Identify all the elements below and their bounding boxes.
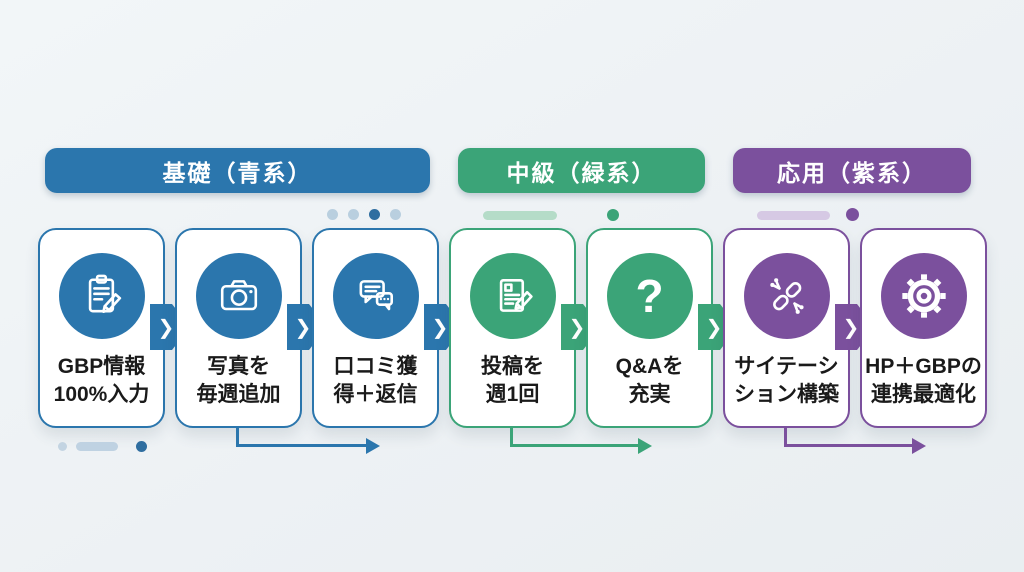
chevron-right-icon: ❯ <box>568 316 586 339</box>
icon-circle <box>195 253 282 339</box>
step-card-5: ? Q&Aを 充実 <box>586 228 713 428</box>
step-card-1: GBP情報 100%入力 <box>38 228 165 428</box>
step-label: Q&Aを 充実 <box>615 355 684 406</box>
chevron-right-icon: ❯ <box>705 316 723 339</box>
step-label: サイテーシ ション構築 <box>734 355 839 406</box>
decor-dot <box>348 209 359 220</box>
icon-circle <box>743 253 830 339</box>
step-label: 口コミ獲 得＋返信 <box>333 355 418 406</box>
decor-dot <box>369 209 380 220</box>
step-label: 写真を 毎週追加 <box>196 355 281 406</box>
question-mark-icon: ? <box>635 270 664 322</box>
icon-circle <box>880 253 967 339</box>
clipboard-pencil-icon <box>88 274 121 314</box>
gear-icon <box>901 274 946 318</box>
camera-icon <box>220 280 257 311</box>
step-card-3: 口コミ獲 得＋返信 <box>312 228 439 428</box>
decor-dot <box>136 441 147 452</box>
icon-circle <box>469 253 556 339</box>
chevron-right-icon: ❯ <box>157 316 175 339</box>
citation-link-icon <box>769 278 804 314</box>
step-label: 投稿を 週1回 <box>481 355 544 406</box>
icon-circle <box>332 253 419 339</box>
decor-dot <box>607 209 619 221</box>
step-label: HP＋GBPの 連携最適化 <box>865 355 982 406</box>
post-pencil-icon <box>499 278 533 312</box>
decor-bar-advanced <box>757 211 830 220</box>
decor-dot <box>846 208 859 221</box>
decor-bar-intermediate <box>483 211 557 220</box>
decor-bar-basic <box>76 442 118 451</box>
icon-circle <box>58 253 145 339</box>
step-card-7: HP＋GBPの 連携最適化 <box>860 228 987 428</box>
decor-dot <box>327 209 338 220</box>
step-label: GBP情報 100%入力 <box>53 355 150 406</box>
chat-bubbles-icon <box>359 280 393 311</box>
step-card-6: サイテーシ ション構築 <box>723 228 850 428</box>
decor-dot <box>390 209 401 220</box>
decor-dot <box>58 442 67 451</box>
icon-circle: ? <box>606 253 693 339</box>
header-advanced: 応用（紫系） <box>733 148 971 193</box>
chevron-right-icon: ❯ <box>431 316 449 339</box>
chevron-right-icon: ❯ <box>294 316 312 339</box>
step-card-2: 写真を 毎週追加 <box>175 228 302 428</box>
header-intermediate: 中級（緑系） <box>458 148 705 193</box>
step-card-4: 投稿を 週1回 <box>449 228 576 428</box>
chevron-right-icon: ❯ <box>842 316 860 339</box>
header-basic: 基礎（青系） <box>45 148 430 193</box>
